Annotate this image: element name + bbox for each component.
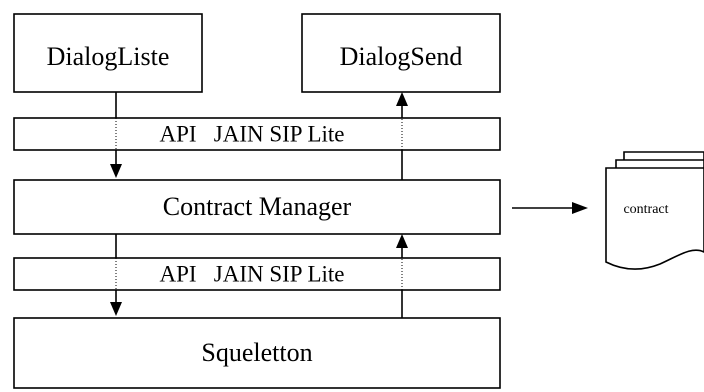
api-layer-top: API JAIN SIP Lite [13,117,501,151]
dialog-liste-box: DialogListe [13,13,203,93]
squeletton-box: Squeletton [13,317,501,389]
right-up-arrow-bottom [396,234,408,318]
contract-manager-box: Contract Manager [13,179,501,235]
api-layer-top-label: API JAIN SIP Lite [159,121,344,146]
squeletton-label: Squeletton [201,338,312,367]
left-down-arrow-bottom [110,234,122,316]
dialog-liste-label: DialogListe [47,42,170,71]
right-up-arrow-top [396,92,408,180]
api-layer-bottom-label: API JAIN SIP Lite [159,261,344,286]
dialog-send-label: DialogSend [340,42,463,71]
contract-document-icon: contract [605,151,704,270]
api-layer-bottom: API JAIN SIP Lite [13,257,501,291]
contract-document-label: contract [623,202,668,217]
contract-manager-label: Contract Manager [163,192,352,221]
left-down-arrow-top [110,92,122,178]
contract-output-arrow [512,202,588,214]
dialog-send-box: DialogSend [301,13,501,93]
